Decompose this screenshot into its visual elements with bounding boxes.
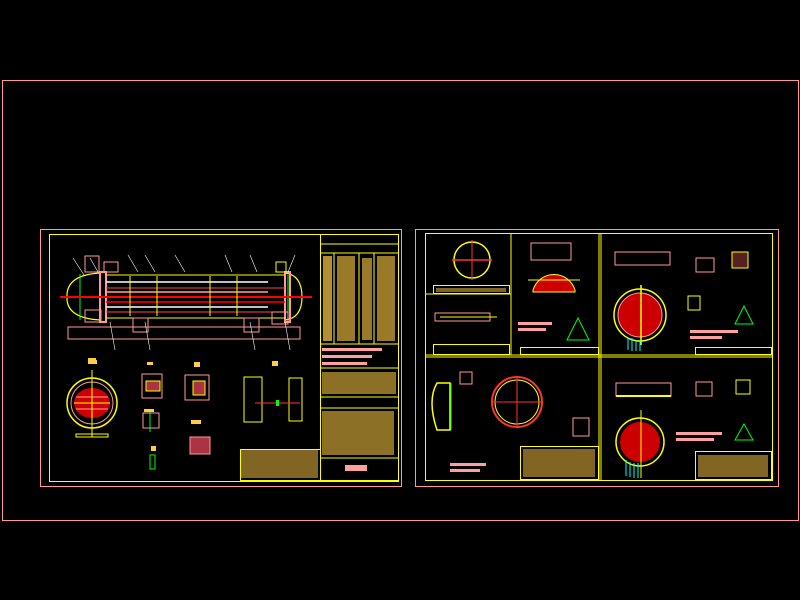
heat-exchanger-elevation [60,254,312,351]
table-text-blocks [240,256,396,478]
sheet-parts[interactable] [415,229,779,487]
technical-table [320,234,399,481]
part-drawings [431,240,754,478]
detail-views [92,360,303,470]
sheet-assembly[interactable] [40,229,402,487]
note-text-blocks [436,288,768,477]
model-space-frame [2,80,799,521]
